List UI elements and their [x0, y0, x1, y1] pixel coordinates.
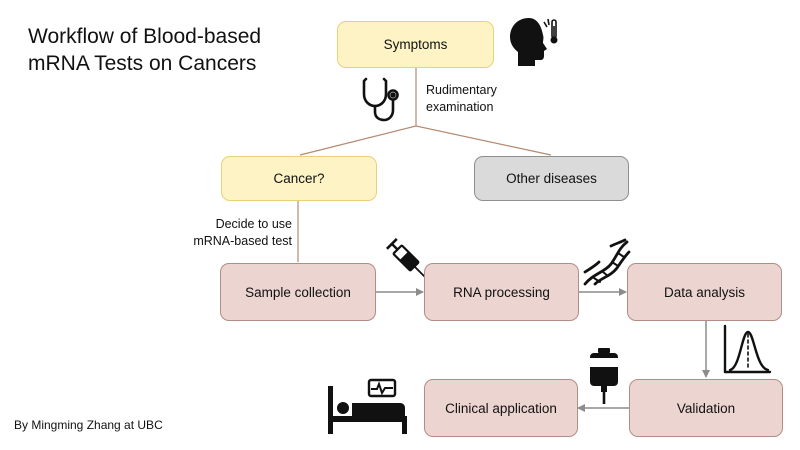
connector-to-cancer: [299, 125, 417, 156]
label-rudimentary-examination: Rudimentary examination: [426, 82, 497, 116]
label-rudimentary-line-1: Rudimentary: [426, 83, 497, 97]
flow-arrows: [376, 288, 710, 412]
node-cancer: Cancer?: [221, 156, 377, 201]
connector-to-other-diseases: [415, 125, 552, 156]
hospital-bed-icon: [328, 378, 407, 434]
head-fever-icon: [510, 18, 558, 66]
diagram-title: Workflow of Blood-based mRNA Tests on Ca…: [28, 23, 328, 77]
label-decide-line-2: mRNA-based test: [193, 234, 292, 248]
node-rna-processing: RNA processing: [424, 263, 579, 321]
node-clinical-application: Clinical application: [424, 379, 578, 437]
title-line-1: Workflow of Blood-based: [28, 25, 262, 48]
tree-connectors: [297, 67, 552, 262]
node-sample-collection: Sample collection: [220, 263, 376, 321]
node-data-analysis: Data analysis: [627, 263, 782, 321]
label-decide-line-1: Decide to use: [215, 217, 292, 231]
node-other-diseases: Other diseases: [474, 156, 629, 201]
dna-icon: [583, 238, 631, 286]
node-validation: Validation: [629, 379, 783, 437]
author-credit: By Mingming Zhang at UBC: [14, 418, 163, 432]
node-symptoms: Symptoms: [337, 21, 494, 68]
label-rudimentary-line-2: examination: [426, 100, 494, 114]
iv-bag-icon: [590, 348, 618, 404]
label-decide-mrna-test: Decide to use mRNA-based test: [182, 216, 292, 250]
title-line-2: mRNA Tests on Cancers: [28, 52, 257, 75]
stethoscope-icon: [362, 77, 399, 122]
distribution-curve-icon: [723, 324, 772, 374]
syringe-icon: [385, 237, 426, 278]
